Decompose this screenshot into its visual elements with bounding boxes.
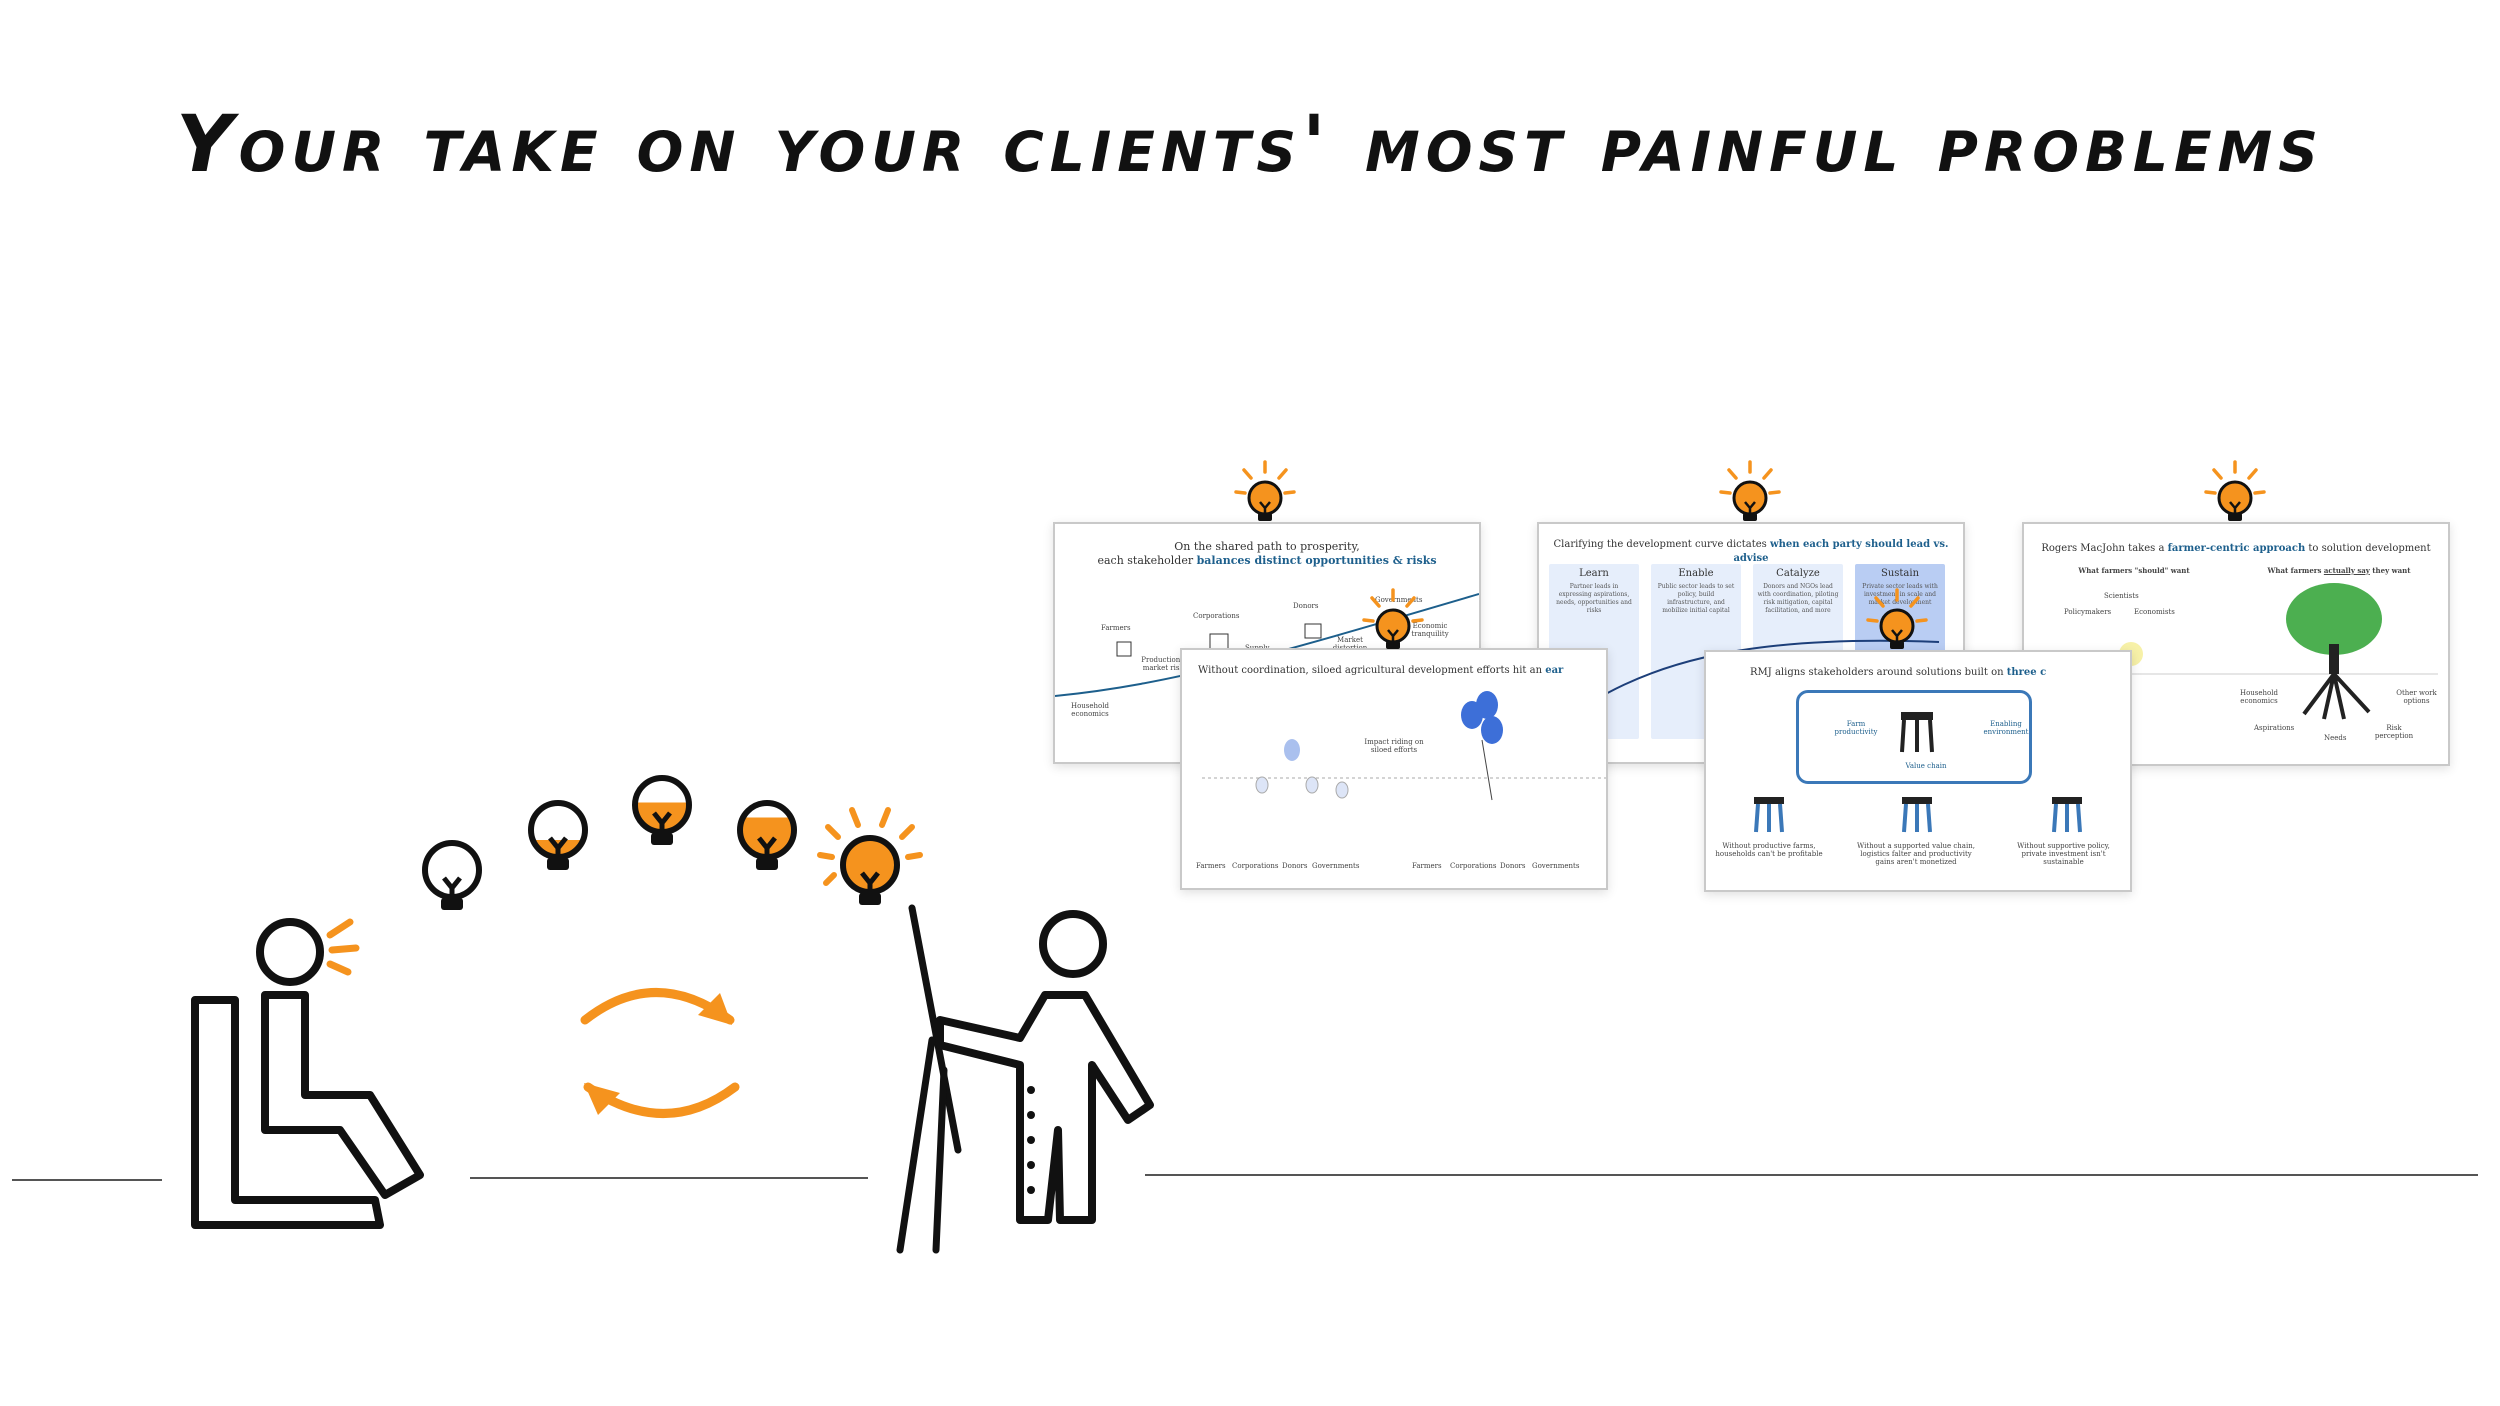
balloon-illustration (1202, 691, 1606, 801)
light-bulb-icon (817, 807, 923, 905)
slide-heading: Clarifying the development curve dictate… (1553, 539, 1770, 550)
slide-thumbnail-siloed-efforts: Without coordination, siloed agricultura… (1180, 648, 1608, 890)
easel-icon (896, 904, 962, 1254)
light-bulb-icon (1362, 588, 1424, 649)
light-bulb-icon (1719, 460, 1781, 521)
exchange-arrows-icon (580, 988, 740, 1118)
stool-illustrations (1754, 712, 2082, 833)
light-bulb-icon (528, 800, 588, 870)
seated-person-icon (191, 918, 424, 1229)
slide-heading: On the shared path to prosperity, (1174, 540, 1360, 553)
light-bulb-icon (632, 775, 692, 845)
slide-heading: Rogers MacJohn takes a (2041, 543, 2168, 554)
light-bulb-icon (422, 840, 482, 910)
page-title: Your take on your clients' most painful … (176, 100, 2324, 190)
light-bulb-icon (1234, 460, 1296, 521)
slide-heading: Without coordination, siloed agricultura… (1198, 665, 1546, 676)
light-bulb-icon (737, 800, 797, 870)
slide-heading: RMJ aligns stakeholders around solutions… (1750, 667, 2007, 678)
bulb-progression (422, 775, 923, 910)
presenter-icon (896, 904, 1154, 1254)
light-bulb-icon (1866, 588, 1928, 649)
slide-thumbnail-three-components: RMJ aligns stakeholders around solutions… (1704, 650, 2132, 892)
components-box (1796, 690, 2032, 784)
light-bulb-icon (2204, 460, 2266, 521)
